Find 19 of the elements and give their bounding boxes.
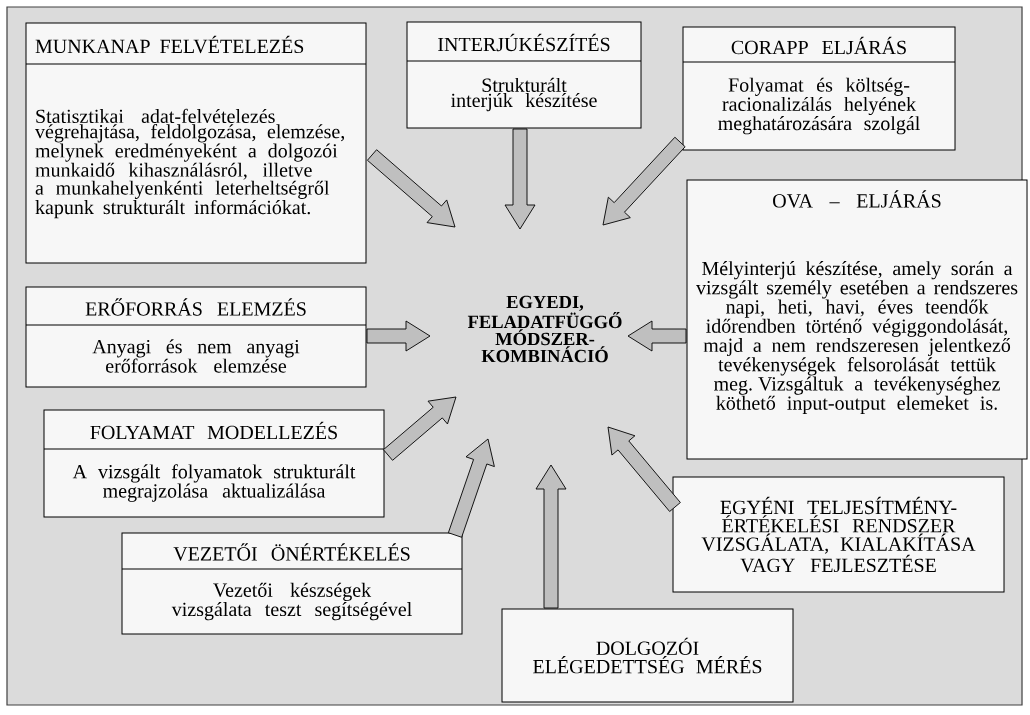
block-arrow xyxy=(366,149,456,228)
block-arrow xyxy=(602,136,686,226)
text-box: OVA – ELJÁRÁS Mélyinterjú készítése, amely során a vizsgált személy esetében a rendszeres napi, heti, havi, éves teendők időrendben történő végiggondolását, majd a nem rendszeresen jelentkező tevékenységek felsorolását tettük meg. Vizsgáltuk a tevékenységhez köthető input-output elemeket is. xyxy=(686,179,1028,460)
block-arrow xyxy=(447,438,495,538)
text-box: MUNKANAP FELVÉTELEZÉS Statisztikai adat-felvételezés végrehajtása, feldolgozása, elemzése, melynek eredményeként a dolgozói munkaidő kihasználásról, illetve a munkahelyenkénti leterheltségről kapunk strukturált információkat. xyxy=(25,22,367,264)
block-arrow xyxy=(504,128,536,230)
heading-text: EGYEDI, FELADATFÜGGŐ MÓDSZER-KOMBINÁCIÓ xyxy=(467,295,622,363)
text-box: ERŐFORRÁS ELEMZÉS Anyagi és nem anyagi erőforrások elemzése xyxy=(25,286,367,388)
text-box: EGYÉNI TELJESÍTMÉNY-ÉRTÉKELÉSI RENDSZER VIZSGÁLATA, KIALAKÍTÁSA VAGY FEJLESZTÉSE xyxy=(672,476,1005,593)
block-arrow xyxy=(366,320,431,352)
text-box: FOLYAMAT MODELLEZÉS A vizsgált folyamatok strukturált megrajzolása aktualizálása xyxy=(43,409,385,518)
block-arrow xyxy=(627,320,687,352)
text-box: DOLGOZÓI ELÉGEDETTSÉG MÉRÉS xyxy=(501,608,794,703)
block-arrow xyxy=(383,396,457,461)
block-arrow xyxy=(535,464,567,609)
block-arrow xyxy=(607,426,681,512)
text-box: CORAPP ELJÁRÁS Folyamat és költség-racionalizálás helyének meghatározására szolgál xyxy=(682,26,956,151)
text-box: INTERJÚKÉSZÍTÉS Strukturált interjúk készítése xyxy=(406,21,642,129)
text-box: VEZETŐI ÖNÉRTÉKELÉS Vezetői készségek vizsgálata teszt segítségével xyxy=(121,532,463,635)
